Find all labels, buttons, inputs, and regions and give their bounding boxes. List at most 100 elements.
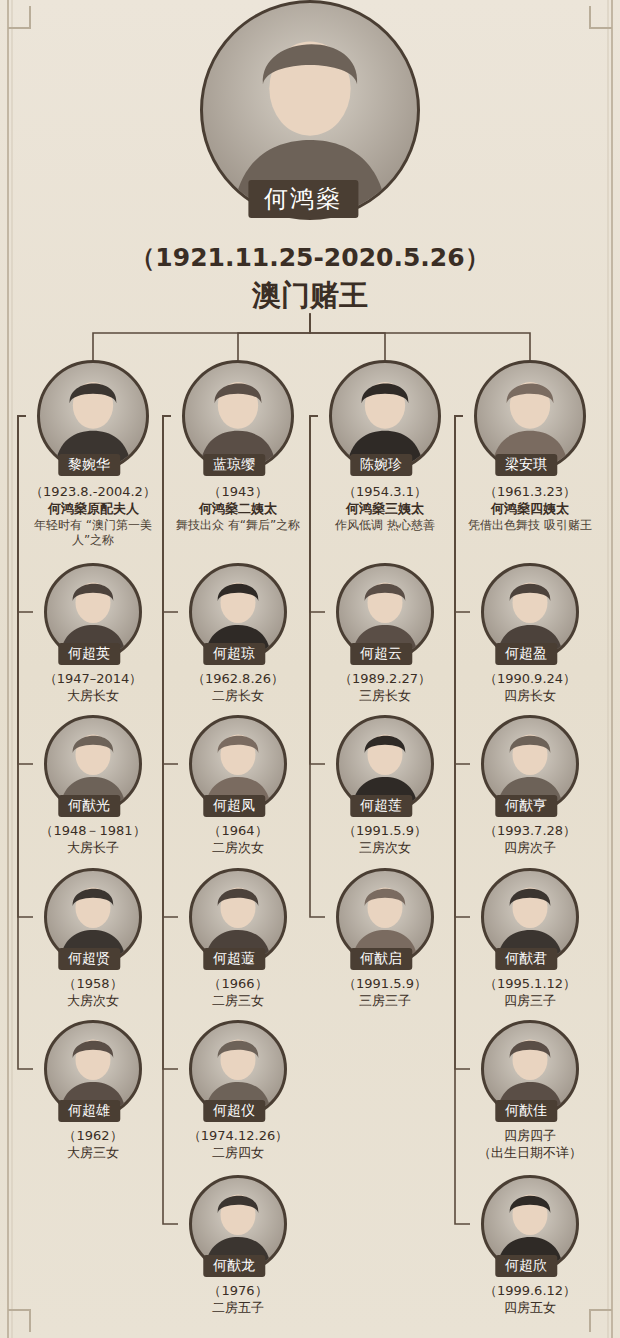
- portrait-circle: 陈婉珍: [329, 360, 441, 472]
- family-line: [93, 314, 310, 361]
- role-text: 二房长女: [178, 688, 298, 704]
- role-text: 二房五子: [178, 1300, 298, 1316]
- family-line: [18, 416, 33, 612]
- family-line: [18, 416, 33, 1069]
- role-text: 何鸿燊原配夫人: [26, 501, 160, 517]
- portrait-circle: 蓝琼缨: [182, 360, 294, 472]
- family-line: [18, 416, 33, 764]
- family-line: [163, 416, 178, 764]
- hair-shape: [218, 889, 259, 906]
- family-line: [163, 416, 178, 1224]
- note-text: 作风低调 热心慈善: [318, 518, 452, 533]
- role-text: 四房长女: [470, 688, 590, 704]
- name-label: 何超蕸: [203, 948, 265, 970]
- child-node: 何猷佳四房四子（出生日期不详）: [470, 1020, 590, 1161]
- child-node: 何超琼 （1962.8.26）二房长女: [178, 563, 298, 704]
- hair-shape: [365, 736, 406, 753]
- date-text: （1962.8.26）: [178, 671, 298, 687]
- role-text: （出生日期不详）: [470, 1145, 590, 1161]
- family-line: [310, 416, 325, 612]
- name-label: 何超莲: [350, 795, 412, 817]
- family-line: [455, 416, 470, 1224]
- portrait-circle: 何超英: [44, 563, 142, 661]
- role-text: 三房三子: [325, 993, 445, 1009]
- portrait-circle: 何猷亨: [481, 715, 579, 813]
- portrait-circle: 何猷龙: [189, 1175, 287, 1273]
- role-text: 何鸿燊二姨太: [171, 501, 305, 517]
- child-node: 何猷光（1948－1981）大房长子: [33, 715, 153, 856]
- portrait-circle: 何超琼: [189, 563, 287, 661]
- role-text: 三房长女: [325, 688, 445, 704]
- portrait-circle: 何超凤: [189, 715, 287, 813]
- portrait-circle: 何超蕸: [189, 868, 287, 966]
- name-label: 何超英: [58, 643, 120, 665]
- portrait-circle: 何超盈: [481, 563, 579, 661]
- portrait-circle: 何超雄: [44, 1020, 142, 1118]
- name-label: 黎婉华: [58, 454, 120, 476]
- name-label: 何超仪: [203, 1100, 265, 1122]
- name-label: 何猷佳: [495, 1100, 557, 1122]
- hair-shape: [365, 584, 406, 601]
- child-node: 何超欣 （1999.6.12）四房五女: [470, 1175, 590, 1316]
- name-label: 何猷启: [350, 948, 412, 970]
- name-label: 梁安琪: [495, 454, 557, 476]
- spouse-node: 黎婉华（1923.8.-2004.2）何鸿燊原配夫人年轻时有 “澳门第一美人”之…: [26, 360, 160, 548]
- role-text: 二房四女: [178, 1145, 298, 1161]
- portrait-circle: 何超莲: [336, 715, 434, 813]
- hair-shape: [510, 1041, 551, 1058]
- date-text: （1976）: [178, 1283, 298, 1299]
- date-text: （1958）: [33, 976, 153, 992]
- spouse-node: 梁安琪（1961.3.23）何鸿燊四姨太凭借出色舞技 吸引赌王: [463, 360, 597, 533]
- hair-shape: [263, 44, 357, 84]
- date-text: （1995.1.12）: [470, 976, 590, 992]
- family-line: [455, 416, 470, 917]
- date-text: （1991.5.9）: [325, 976, 445, 992]
- role-text: 三房次女: [325, 840, 445, 856]
- child-node: 何超盈（1990.9.24）四房长女: [470, 563, 590, 704]
- hair-shape: [218, 1041, 259, 1058]
- role-text: 四房五女: [470, 1300, 590, 1316]
- family-line: [455, 416, 470, 764]
- name-label: 何超琼: [203, 643, 265, 665]
- hair-shape: [510, 1196, 551, 1213]
- hair-shape: [507, 383, 554, 403]
- name-label: 何超欣: [495, 1255, 557, 1277]
- hair-shape: [73, 736, 114, 753]
- patriarch-node: 何鸿燊（1921.11.25-2020.5.26）澳门赌王: [110, 0, 510, 314]
- note-text: 凭借出色舞技 吸引赌王: [463, 518, 597, 533]
- child-node: 何超莲（1991.5.9）三房次女: [325, 715, 445, 856]
- spouse-node: 陈婉珍（1954.3.1）何鸿燊三姨太作风低调 热心慈善: [318, 360, 452, 533]
- note-text: 舞技出众 有“舞后”之称: [171, 518, 305, 533]
- child-node: 何超凤（1964）二房次女: [178, 715, 298, 856]
- hair-shape: [73, 584, 114, 601]
- family-line: [455, 416, 470, 1069]
- hair-shape: [73, 1041, 114, 1058]
- date-text: （1954.3.1）: [318, 484, 452, 500]
- child-node: 何超蕸（1966）二房三女: [178, 868, 298, 1009]
- name-label: 陈婉珍: [350, 454, 412, 476]
- hair-shape: [218, 584, 259, 601]
- portrait-circle: 何超贤: [44, 868, 142, 966]
- body-shape: [233, 140, 387, 217]
- role-text: 大房长子: [33, 840, 153, 856]
- role-text: 二房三女: [178, 993, 298, 1009]
- family-line: [310, 416, 325, 764]
- date-text: （1923.8.-2004.2）: [26, 484, 160, 500]
- child-node: 何猷启 （1991.5.9）三房三子: [325, 868, 445, 1009]
- hair-shape: [510, 889, 551, 906]
- corner-ornament: [8, 6, 612, 1332]
- name-label: 何超盈: [495, 643, 557, 665]
- role-text: 四房三子: [470, 993, 590, 1009]
- edge-rule: [611, 0, 613, 1338]
- date-text: （1999.6.12）: [470, 1283, 590, 1299]
- portrait-circle: 何猷光: [44, 715, 142, 813]
- hair-shape: [510, 584, 551, 601]
- date-text: （1921.11.25-2020.5.26）: [110, 242, 510, 273]
- date-text: （1943）: [171, 484, 305, 500]
- role-text: 何鸿燊四姨太: [463, 501, 597, 517]
- portrait-circle: 何鸿燊: [200, 0, 420, 220]
- child-node: 何猷龙 （1976）二房五子: [178, 1175, 298, 1316]
